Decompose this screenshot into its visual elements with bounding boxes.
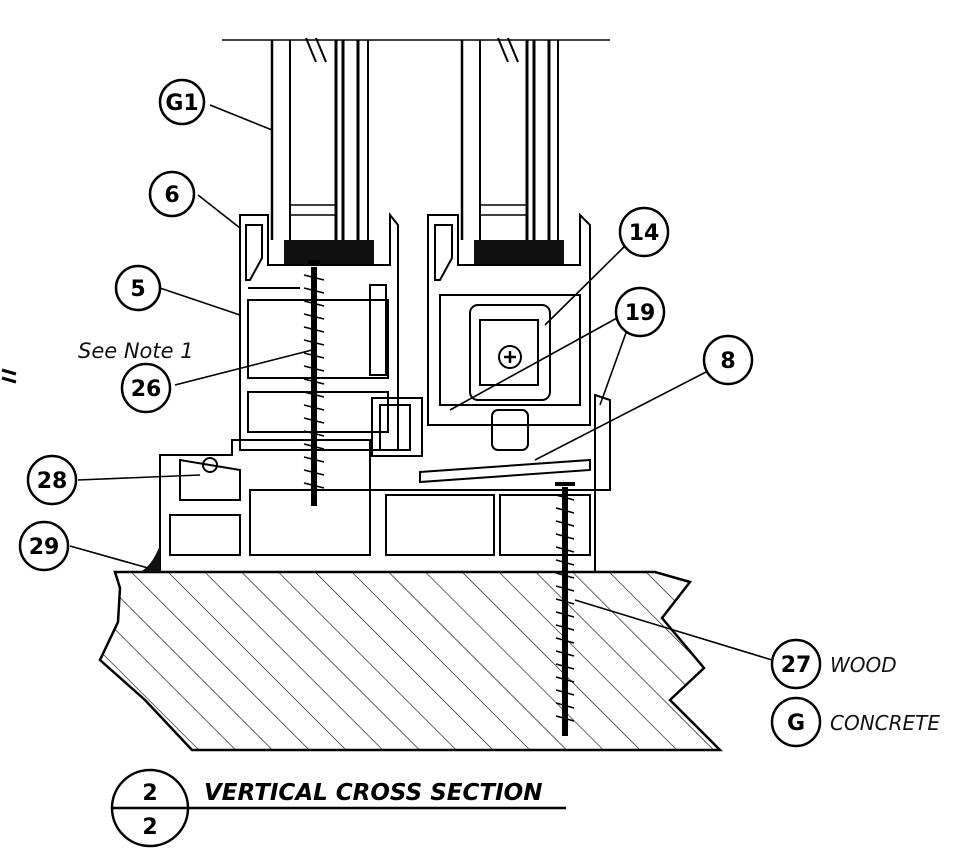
svg-text:WOOD: WOOD bbox=[830, 653, 897, 677]
glass-panel-right bbox=[460, 37, 559, 240]
callout-8: 8 bbox=[702, 334, 754, 386]
screw-26 bbox=[303, 260, 325, 506]
svg-text:VERTICAL CROSS SECTION: VERTICAL CROSS SECTION bbox=[204, 780, 542, 806]
glazing-bead-left bbox=[284, 240, 374, 265]
callout-14: 14 bbox=[618, 206, 670, 258]
right-sash-frame bbox=[427, 212, 591, 451]
svg-text:29: 29 bbox=[29, 535, 60, 560]
svg-text:2: 2 bbox=[142, 781, 157, 806]
legend-concrete: G CONCRETE bbox=[770, 696, 940, 748]
callout-29: 29 bbox=[18, 520, 70, 572]
legend-wood: 27 WOOD bbox=[770, 638, 897, 690]
left-sash-frame bbox=[239, 212, 399, 451]
glass-panel-left bbox=[270, 37, 369, 240]
callout-28: 28 bbox=[26, 454, 78, 506]
svg-text:G: G bbox=[787, 711, 805, 736]
leader-lines bbox=[69, 104, 773, 661]
svg-text:2: 2 bbox=[142, 815, 157, 840]
callout-26: 26 bbox=[120, 362, 172, 414]
svg-text:G1: G1 bbox=[165, 91, 198, 116]
svg-text:19: 19 bbox=[625, 301, 656, 326]
svg-text:26: 26 bbox=[131, 377, 162, 402]
svg-text:27: 27 bbox=[781, 653, 812, 678]
callout-19: 19 bbox=[614, 286, 666, 338]
svg-text:5: 5 bbox=[130, 277, 145, 302]
callout-5: 5 bbox=[114, 264, 162, 312]
screw-27 bbox=[555, 482, 575, 736]
svg-text:8: 8 bbox=[720, 349, 735, 374]
break-mark bbox=[1, 368, 17, 384]
svg-text:14: 14 bbox=[629, 221, 660, 246]
interlock-profile bbox=[371, 397, 423, 457]
section-title-block: 2 2 VERTICAL CROSS SECTION bbox=[110, 768, 566, 848]
callout-6: 6 bbox=[148, 170, 196, 218]
sealant-bead bbox=[140, 545, 160, 572]
see-note-label: See Note 1 bbox=[78, 339, 194, 363]
track-frame bbox=[159, 393, 611, 573]
svg-text:CONCRETE: CONCRETE bbox=[830, 711, 940, 735]
threshold-sill bbox=[419, 458, 591, 484]
svg-text:6: 6 bbox=[164, 183, 179, 208]
callout-g1: G1 bbox=[158, 78, 206, 126]
glazing-bead-right bbox=[474, 240, 564, 265]
substrate-hatched bbox=[98, 570, 724, 752]
svg-text:28: 28 bbox=[37, 469, 68, 494]
